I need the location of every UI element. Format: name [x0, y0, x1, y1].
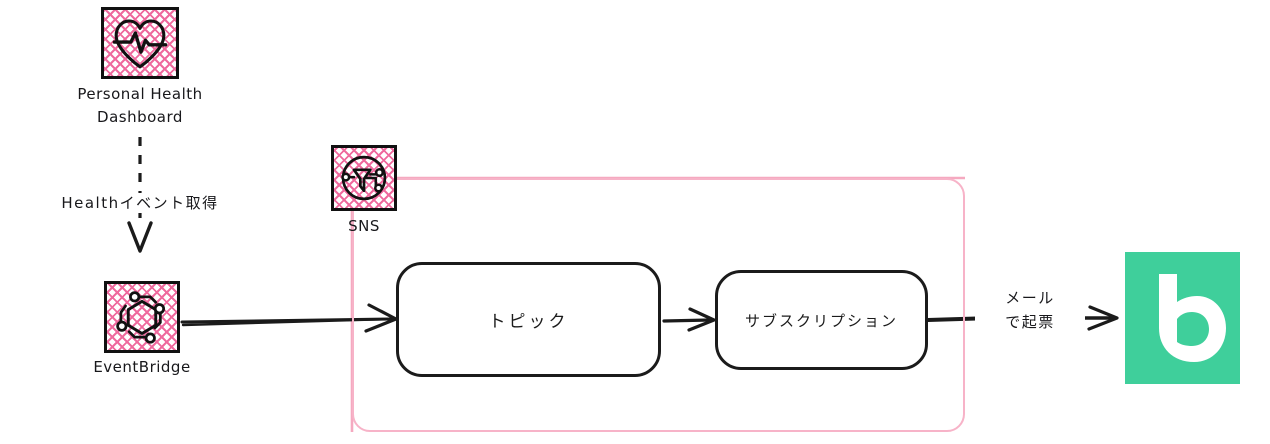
backlog-logo-icon: [1159, 274, 1226, 362]
eventbridge-icon[interactable]: [104, 281, 180, 353]
personal-health-dashboard-label-line1: Personal Health: [77, 85, 203, 103]
sns-scope-group: [352, 178, 965, 432]
sns-funnel-icon: [341, 155, 387, 201]
subscription-box[interactable]: サブスクリプション: [715, 270, 928, 370]
heart-pulse-icon: [112, 19, 168, 69]
edge-label-health-event: Healthイベント取得: [20, 193, 260, 213]
edge-topic-to-subscription: [662, 307, 716, 332]
eventbridge-label: EventBridge: [93, 358, 191, 376]
eventbridge-hexagon-icon: [116, 291, 166, 344]
edge-label-mail-line2: で起票: [975, 312, 1085, 332]
personal-health-dashboard-label-line2: Dashboard: [97, 108, 183, 126]
personal-health-dashboard-icon[interactable]: [101, 7, 179, 79]
sns-label: SNS: [348, 217, 380, 235]
backlog-logo[interactable]: [1125, 252, 1240, 384]
edge-label-mail-line1: メール: [975, 288, 1085, 308]
topic-box[interactable]: トピック: [396, 262, 661, 377]
sns-icon[interactable]: [331, 145, 397, 211]
edge-health-to-eventbridge: [127, 137, 153, 253]
topic-label: トピック: [488, 312, 569, 332]
subscription-label: サブスクリプション: [744, 311, 898, 330]
